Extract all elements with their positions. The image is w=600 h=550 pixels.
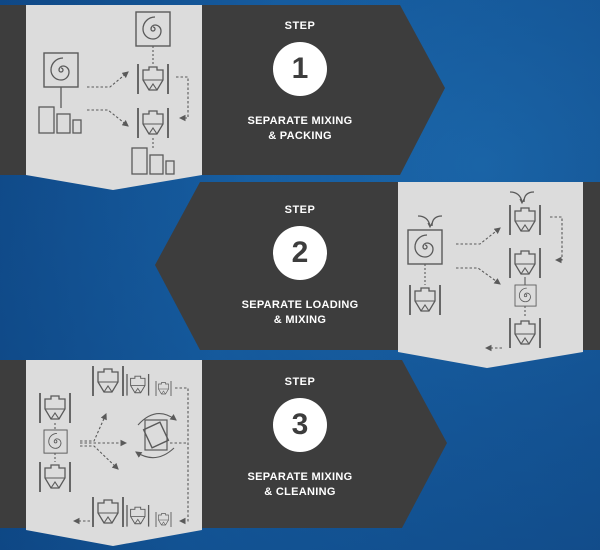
step3-text-block: STEP 3 SEPARATE MIXING & CLEANING xyxy=(220,376,380,500)
step1-title-line1: SEPARATE MIXING xyxy=(247,115,353,127)
step2-title: SEPARATE LOADING & MIXING xyxy=(220,298,380,328)
step1-title-line2: & PACKING xyxy=(268,130,332,142)
step1-number-badge: 1 xyxy=(273,42,327,96)
step2-number-badge: 2 xyxy=(273,226,327,280)
step1-label: STEP xyxy=(284,20,316,32)
step1-title: SEPARATE MIXING & PACKING xyxy=(220,114,380,144)
step2-text-block: STEP 2 SEPARATE LOADING & MIXING xyxy=(220,204,380,328)
step2-label: STEP xyxy=(284,204,316,216)
step1-text-block: STEP 1 SEPARATE MIXING & PACKING xyxy=(220,20,380,144)
step3-title: SEPARATE MIXING & CLEANING xyxy=(220,470,380,500)
step3-label: STEP xyxy=(284,376,316,388)
step3-title-line2: & CLEANING xyxy=(264,486,336,498)
step3-number-badge: 3 xyxy=(273,398,327,452)
step2-title-line2: & MIXING xyxy=(273,314,327,326)
step2-panel xyxy=(398,182,583,368)
step2-title-line1: SEPARATE LOADING xyxy=(241,299,359,311)
step1-panel xyxy=(26,5,202,190)
step3-title-line1: SEPARATE MIXING xyxy=(247,471,353,483)
